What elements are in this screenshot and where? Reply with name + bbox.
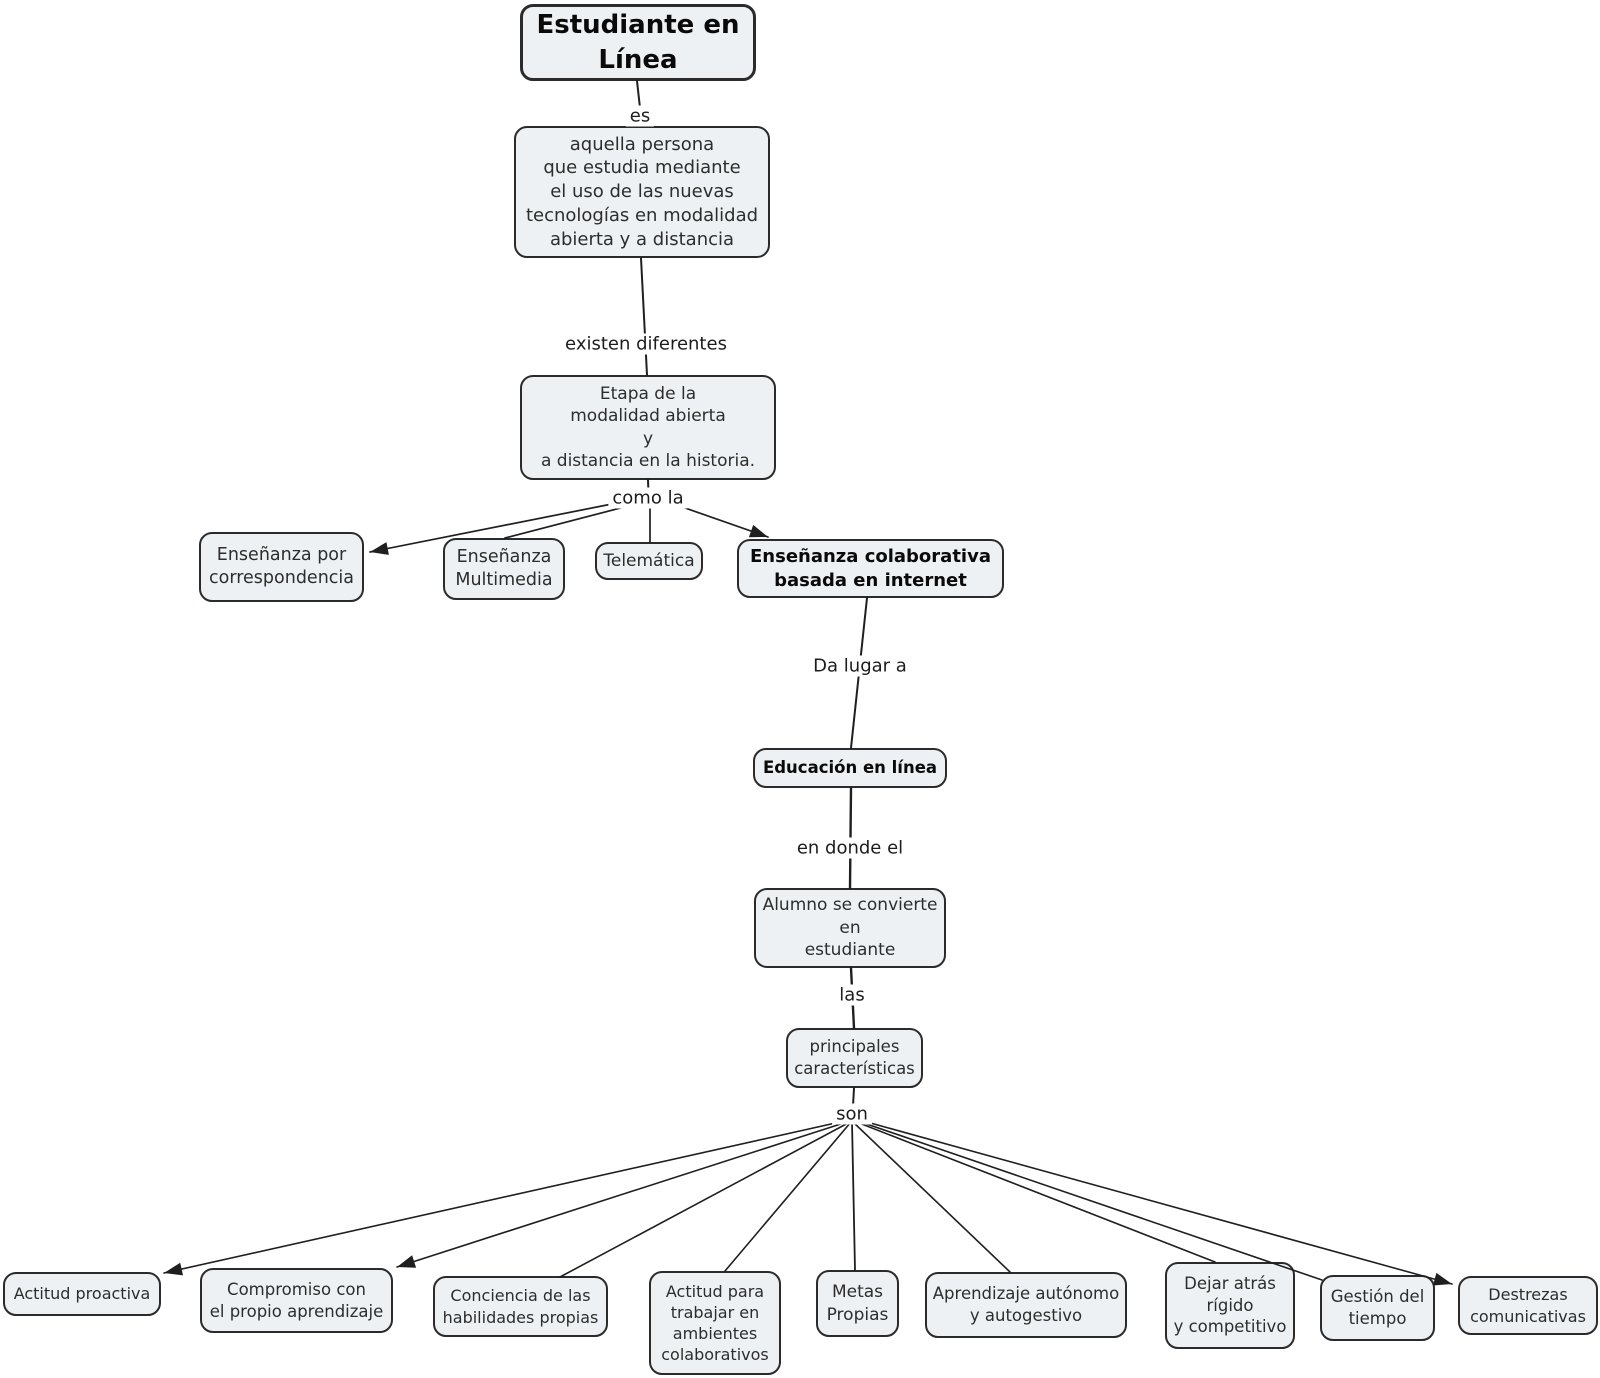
- concept-node-educacion-en-linea: Educación en línea: [753, 748, 947, 788]
- edge-line: [853, 1120, 1216, 1263]
- concept-node-conciencia-habilidades: Conciencia de las habilidades propias: [433, 1276, 608, 1337]
- edge-line: [851, 1121, 856, 1271]
- concept-node-actitud-proactiva: Actitud proactiva: [3, 1272, 161, 1316]
- concept-node-dejar-atras: Dejar atrás rígido y competitivo: [1165, 1262, 1295, 1349]
- edge-label-es: es: [625, 105, 655, 127]
- concept-node-ensenanza-multimedia: Enseñanza Multimedia: [443, 538, 565, 600]
- edge-line: [724, 1121, 852, 1272]
- arrowhead-icon: [1432, 1272, 1452, 1286]
- arrowhead-icon: [370, 542, 389, 555]
- concept-node-gestion-tiempo: Gestión del tiempo: [1320, 1275, 1435, 1341]
- edge-label-existen-diferentes: existen diferentes: [561, 333, 731, 355]
- edge-line: [855, 1118, 1453, 1285]
- edge-label-las: las: [835, 984, 869, 1006]
- concept-node-destrezas-comunicativas: Destrezas comunicativas: [1458, 1276, 1598, 1335]
- edge-label-son: son: [832, 1103, 872, 1125]
- concept-node-alumno-estudiante: Alumno se convierte en estudiante: [754, 888, 946, 968]
- arrowhead-icon: [164, 1262, 183, 1276]
- concept-node-ensenanza-colaborativa: Enseñanza colaborativa basada en interne…: [737, 539, 1004, 598]
- concept-node-definicion: aquella persona que estudia mediante el …: [514, 126, 770, 258]
- concept-node-metas-propias: Metas Propias: [816, 1270, 899, 1337]
- edge-label-como-la: como la: [608, 487, 688, 509]
- concept-node-etapa-modalidad: Etapa de la modalidad abierta y a distan…: [520, 375, 776, 480]
- edge-line: [559, 1121, 851, 1278]
- edge-line: [854, 1119, 1323, 1281]
- edge-line: [504, 504, 633, 539]
- arrowhead-icon: [748, 524, 768, 538]
- edge-line: [163, 1119, 850, 1274]
- concept-node-principales-caracteristicas: principales características: [786, 1028, 923, 1088]
- edge-line: [852, 1121, 1011, 1273]
- concept-node-telematica: Telemática: [595, 542, 703, 580]
- edge-label-en-donde-el: en donde el: [792, 837, 908, 859]
- edge-label-da-lugar-a: Da lugar a: [809, 655, 911, 677]
- concept-node-compromiso-aprendizaje: Compromiso con el propio aprendizaje: [200, 1268, 393, 1333]
- concept-node-aprendizaje-autonomo: Aprendizaje autónomo y autogestivo: [925, 1272, 1127, 1338]
- concept-node-ensenanza-correspondencia: Enseñanza por correspondencia: [199, 532, 364, 602]
- concept-node-actitud-ambientes-colaborativos: Actitud para trabajar en ambientes colab…: [649, 1271, 781, 1375]
- edge-line: [396, 1120, 851, 1268]
- concept-node-estudiante-en-linea: Estudiante en Línea: [520, 4, 756, 81]
- arrowhead-icon: [397, 1255, 417, 1268]
- edge-line: [640, 257, 648, 376]
